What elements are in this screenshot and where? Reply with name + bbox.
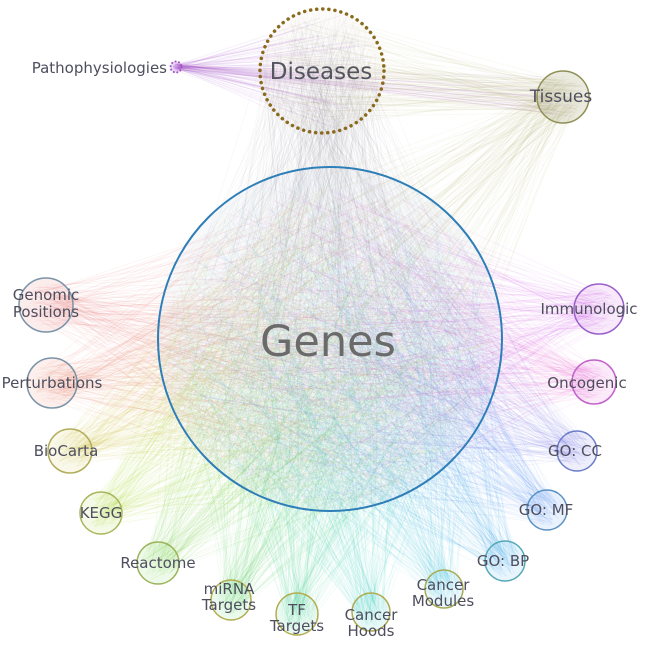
node-label-immunologic: Immunologic <box>540 300 637 318</box>
node-label-perturbations: Perturbations <box>2 374 103 392</box>
node-go-bp[interactable] <box>484 540 526 582</box>
bundle-tf-targets-to-genes <box>176 179 489 630</box>
node-label-kegg: KEGG <box>80 504 123 522</box>
bundle-biocarta-to-genes <box>53 176 493 488</box>
bundle-cancer-hoods-to-genes <box>166 177 490 627</box>
bundle-tissues-to-genes <box>175 77 584 503</box>
bundle-cancer-modules-to-genes <box>166 178 495 604</box>
node-mirna-targets[interactable] <box>210 579 252 621</box>
node-genomic-positions[interactable] <box>18 277 74 333</box>
bundle-oncogenic-to-genes <box>174 182 610 500</box>
node-label-diseases: Diseases <box>270 59 372 85</box>
node-biocarta[interactable] <box>47 428 93 474</box>
node-tf-targets[interactable] <box>275 592 319 636</box>
node-diseases[interactable] <box>258 7 386 135</box>
bundle-mirna-targets-to-genes <box>169 175 494 616</box>
node-go-mf[interactable] <box>526 489 568 531</box>
bundle-genomic-positions-to-genes <box>24 182 486 502</box>
edge-bundles <box>24 11 619 630</box>
bundle-tissues-to-diseases <box>264 21 584 127</box>
node-label-reactome: Reactome <box>120 554 195 572</box>
bundle-perturbations-to-genes <box>33 195 483 492</box>
node-go-cc[interactable] <box>556 430 598 472</box>
node-label-go-cc: GO: CC <box>548 442 602 460</box>
bundle-reactome-to-genes <box>141 194 489 580</box>
bundle-immunologic-to-genes <box>167 181 619 501</box>
bundle-diseases-to-genes <box>170 11 496 500</box>
node-label-pathophysiologies: Pathophysiologies <box>32 59 167 77</box>
node-cancer-modules[interactable] <box>424 569 464 609</box>
node-label-biocarta: BioCarta <box>34 442 99 460</box>
node-label-go-bp: GO: BP <box>477 552 529 570</box>
node-label-oncogenic: Oncogenic <box>547 374 626 392</box>
node-layer: Genes Diseases PathophysiologiesTissuesGen… <box>2 7 638 640</box>
bundle-kegg-to-genes <box>85 176 490 529</box>
bundle-go-mf-to-genes <box>168 181 563 526</box>
node-perturbations[interactable] <box>26 357 78 409</box>
node-label-tissues: Tissues <box>529 87 593 107</box>
node-immunologic[interactable] <box>573 283 625 335</box>
node-label-go-mf: GO: MF <box>519 501 574 519</box>
node-cancer-hoods[interactable] <box>351 592 391 632</box>
bundle-pathophysiologies-to-diseases <box>172 15 375 129</box>
node-genes[interactable] <box>157 166 503 512</box>
node-pathophysiologies[interactable] <box>169 60 183 74</box>
node-tissues[interactable] <box>536 70 590 124</box>
node-kegg[interactable] <box>79 491 123 535</box>
node-oncogenic[interactable] <box>571 359 617 405</box>
node-label-genes: Genes <box>260 317 396 367</box>
node-reactome[interactable] <box>136 541 180 585</box>
bundle-pathophysiologies-to-tissues <box>172 63 586 117</box>
